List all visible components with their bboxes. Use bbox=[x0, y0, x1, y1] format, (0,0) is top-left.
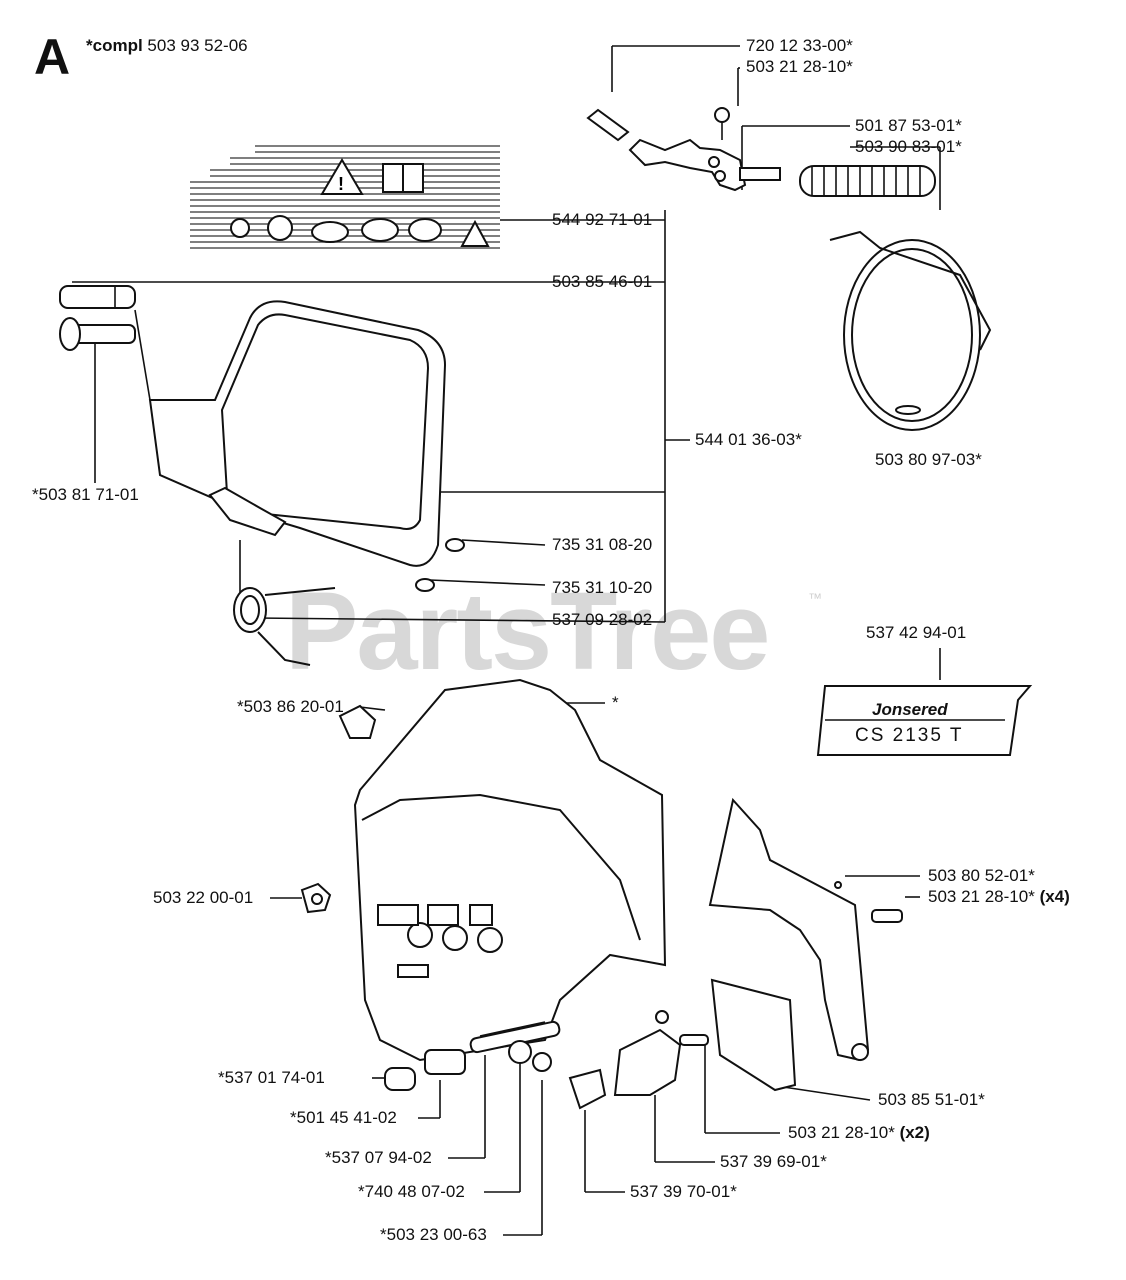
part-label-503-22-00-01: 503 22 00-01 bbox=[153, 888, 254, 907]
brake-band bbox=[829, 230, 992, 431]
decal-model-text: CS 2135 T bbox=[855, 725, 964, 746]
part-label-503-90-83-01: 503 90 83-01* bbox=[855, 137, 962, 156]
quantity-suffix: (x2) bbox=[899, 1123, 930, 1142]
part-label-asterisk: * bbox=[612, 693, 619, 712]
brake-lever-assembly bbox=[586, 107, 781, 192]
model-decal bbox=[816, 685, 1033, 756]
trademark-symbol: ™ bbox=[808, 590, 822, 606]
section-letter: A bbox=[34, 29, 71, 85]
compl-number: 503 93 52-06 bbox=[147, 36, 248, 55]
chain-cover bbox=[59, 285, 465, 666]
part-number: 503 21 28-10* bbox=[928, 887, 1035, 906]
part-label-503-23-00-63: *503 23 00-63 bbox=[380, 1225, 487, 1244]
part-label-537-39-70-01: 537 39 70-01* bbox=[630, 1182, 737, 1201]
part-label-735-31-08-20: 735 31 08-20 bbox=[552, 535, 653, 554]
part-label-740-48-07-02: *740 48 07-02 bbox=[358, 1182, 465, 1201]
part-label-503-21-28-10-x2: 503 21 28-10* (x2) bbox=[788, 1123, 930, 1143]
part-label-503-85-46-01: 503 85 46-01 bbox=[552, 272, 653, 291]
part-label-503-81-71-01: *503 81 71-01 bbox=[32, 485, 139, 504]
part-label-537-09-28-02: 537 09 28-02 bbox=[552, 610, 653, 629]
brake-spring bbox=[799, 165, 936, 197]
quantity-suffix: (x4) bbox=[1039, 887, 1070, 906]
part-label-503-21-28-10: 503 21 28-10* bbox=[746, 57, 853, 76]
part-label-503-80-97-03: 503 80 97-03* bbox=[875, 450, 982, 469]
leader-lines bbox=[72, 45, 941, 1236]
watermark-text: PartsTree bbox=[285, 570, 770, 693]
part-label-735-31-10-20: 735 31 10-20 bbox=[552, 578, 653, 597]
part-label-503-86-20-01: *503 86 20-01 bbox=[237, 697, 344, 716]
part-label-537-07-94-02: *537 07 94-02 bbox=[325, 1148, 432, 1167]
svg-text:!: ! bbox=[338, 174, 344, 194]
tensioner-parts bbox=[384, 1010, 709, 1110]
part-label-544-01-36-03: 544 01 36-03* bbox=[695, 430, 802, 449]
part-label-720-12-33-00: 720 12 33-00* bbox=[746, 36, 853, 55]
clutch-cover-body bbox=[300, 678, 667, 1062]
part-label-503-80-52-01: 503 80 52-01* bbox=[928, 866, 1035, 885]
part-label-544-92-71-01: 544 92 71-01 bbox=[552, 210, 653, 229]
part-label-501-45-41-02: *501 45 41-02 bbox=[290, 1108, 397, 1127]
decal-brand-text: Jonsered bbox=[872, 700, 948, 719]
part-label-501-87-53-01: 501 87 53-01* bbox=[855, 116, 962, 135]
side-plates bbox=[708, 797, 903, 1092]
part-label-503-85-51-01: 503 85 51-01* bbox=[878, 1090, 985, 1109]
compl-prefix: *compl bbox=[86, 36, 143, 55]
part-label-537-39-69-01: 537 39 69-01* bbox=[720, 1152, 827, 1171]
complete-assembly-note: *compl 503 93 52-06 bbox=[86, 36, 248, 56]
part-label-503-21-28-10-x4: 503 21 28-10* (x4) bbox=[928, 887, 1070, 907]
warning-decal: ! bbox=[185, 140, 503, 252]
part-number: 503 21 28-10* bbox=[788, 1123, 895, 1142]
part-label-537-42-94-01: 537 42 94-01 bbox=[866, 623, 967, 642]
part-label-537-01-74-01: *537 01 74-01 bbox=[218, 1068, 325, 1087]
